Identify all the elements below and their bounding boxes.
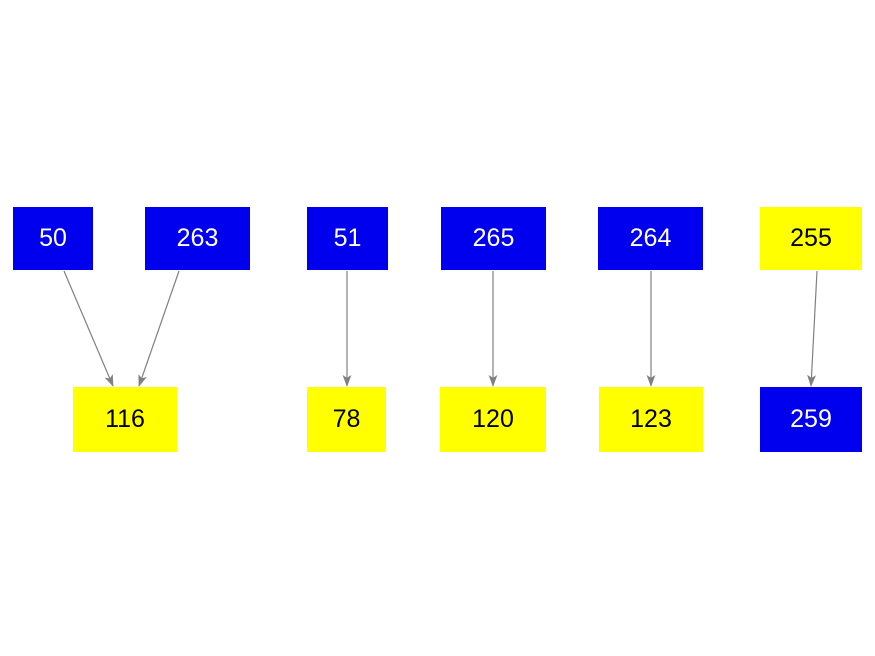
graph-node-label: 263 xyxy=(176,224,219,252)
graph-node-label: 264 xyxy=(629,224,672,252)
edges-group xyxy=(63,270,818,387)
graph-node-51[interactable]: 51 xyxy=(307,207,388,270)
edge-arrow xyxy=(138,270,180,387)
graph-node-255[interactable]: 255 xyxy=(760,207,862,270)
edge-arrow xyxy=(807,270,818,387)
graph-node-78[interactable]: 78 xyxy=(307,387,386,452)
graph-node-259[interactable]: 259 xyxy=(760,387,862,452)
graph-node-label: 116 xyxy=(105,405,145,433)
graph-node-label: 78 xyxy=(332,405,361,433)
graph-node-50[interactable]: 50 xyxy=(13,207,93,270)
edge-arrow xyxy=(63,270,114,387)
graph-node-label: 265 xyxy=(472,224,515,252)
graph-node-label: 120 xyxy=(472,405,514,433)
graph-node-123[interactable]: 123 xyxy=(599,387,703,452)
graph-node-263[interactable]: 263 xyxy=(145,207,250,270)
graph-node-label: 51 xyxy=(333,224,362,252)
graph-node-label: 259 xyxy=(790,405,832,433)
graph-node-265[interactable]: 265 xyxy=(441,207,546,270)
graph-node-label: 50 xyxy=(39,224,67,252)
graph-node-120[interactable]: 120 xyxy=(440,387,546,452)
graph-node-116[interactable]: 116 xyxy=(73,387,177,452)
graph-node-264[interactable]: 264 xyxy=(598,207,703,270)
graph-node-label: 255 xyxy=(790,224,832,252)
graph-node-label: 123 xyxy=(630,405,672,433)
